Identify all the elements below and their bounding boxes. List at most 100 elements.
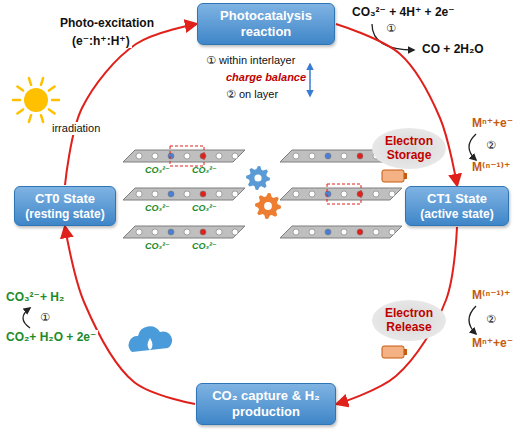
ldh-layers [123, 146, 402, 238]
ion-label: Mⁿ⁺+e⁻ [470, 336, 515, 350]
callout-number: ② [484, 313, 498, 326]
illustration-part [325, 229, 331, 235]
callout-number: ② [484, 139, 498, 152]
illustration-part [49, 86, 55, 90]
illustration-part [168, 153, 174, 159]
anion-label: CO₃²⁻ [190, 241, 219, 252]
illustration-part [254, 174, 261, 181]
storage-bubble: Electron Storage [372, 128, 446, 169]
illustration-part [232, 229, 238, 235]
illustration-part [382, 170, 404, 182]
illustration-part [52, 99, 59, 102]
reaction-arrows [23, 24, 476, 334]
illustration-part [29, 115, 31, 122]
illustration-part [216, 191, 222, 197]
illustration-part [200, 191, 206, 197]
illustration-part [49, 109, 55, 113]
process-box: Photocatalysis reaction [197, 3, 335, 44]
ion-label: M⁽ⁿ⁻¹⁾⁺ [470, 288, 512, 302]
illustration-part [357, 229, 363, 235]
callout-number: ① [384, 22, 398, 35]
box-text: (resting state) [25, 207, 104, 221]
release-bubble: Electron Release [372, 300, 446, 341]
illustration-part [357, 191, 363, 197]
illustration-part [373, 229, 379, 235]
illustration-part [280, 188, 402, 200]
illustration-part [325, 153, 331, 159]
illustration-part [168, 229, 174, 235]
illustration-part [41, 115, 43, 122]
illustration-part [136, 229, 142, 235]
ion-label: M⁽ⁿ⁻¹⁾⁺ [470, 160, 512, 174]
anion-label: CO₃²⁻ [143, 203, 172, 214]
illustration-part [341, 191, 347, 197]
illustration-part [469, 306, 476, 334]
illustration-part [293, 191, 299, 197]
ion-label: Mⁿ⁺+e⁻ [470, 116, 515, 130]
note-label: charge balance [224, 71, 308, 84]
illustration-part [129, 326, 172, 352]
illustration-part [293, 229, 299, 235]
process-label: Photo-excitation [58, 16, 156, 30]
sun-icon [13, 78, 59, 122]
illustration-part [152, 191, 158, 197]
cycle-arrow [65, 227, 195, 404]
illustration-part [280, 226, 402, 238]
reaction-label: CO₃²⁻ + 4H⁺ + 2e⁻ [350, 5, 457, 19]
box-text: CT0 State [35, 191, 95, 207]
illustration-part [17, 109, 23, 113]
illustration-part [309, 191, 315, 197]
illustration-part [232, 153, 238, 159]
charge-balance-arrow [309, 64, 311, 96]
illustration-part [200, 229, 206, 235]
illustration-part [309, 229, 315, 235]
illustration-part [357, 153, 363, 159]
process-box: CT1 State(active state) [405, 186, 509, 226]
illustration-part [123, 150, 245, 162]
illustration-part [389, 191, 395, 197]
illustration-part [17, 86, 23, 90]
note-label: ① within interlayer [204, 54, 297, 67]
illustration-part [136, 191, 142, 197]
illustration-part [255, 193, 281, 219]
box-text: CT1 State [427, 191, 487, 207]
illustration-part [389, 229, 395, 235]
illustration-part [469, 134, 476, 160]
illustration-part [13, 99, 20, 102]
illustration-part [309, 153, 315, 159]
reaction-label: CO + 2H₂O [420, 42, 486, 56]
illustration-part [200, 153, 206, 159]
box-text: (active state) [420, 207, 493, 221]
illustration-part [23, 308, 30, 328]
illustration-part [152, 153, 158, 159]
illustration-part [216, 229, 222, 235]
illustration-part [404, 349, 407, 355]
illustration-part [327, 184, 361, 204]
reaction-label: CO₂+ H₂O + 2e⁻ [4, 330, 98, 344]
illustration-part [184, 229, 190, 235]
anion-label: CO₃²⁻ [190, 165, 219, 176]
illustration-part [184, 153, 190, 159]
illustration-part [246, 166, 270, 190]
gear-icons [246, 166, 281, 219]
reaction-label: CO₃²⁻+ H₂ [4, 290, 66, 304]
illustration-part [293, 153, 299, 159]
illustration-part [184, 191, 190, 197]
box-text: Photocatalysis reaction [206, 8, 326, 39]
callout-number: ① [38, 311, 52, 324]
illustration-part [216, 153, 222, 159]
illustration-part [123, 188, 245, 200]
illustration-part [232, 191, 238, 197]
illustration-part [341, 229, 347, 235]
illustration-part [168, 191, 174, 197]
illustration-part [341, 153, 347, 159]
anion-label: CO₃²⁻ [143, 165, 172, 176]
light-label: irradiation [50, 122, 102, 135]
illustration-part [13, 78, 59, 122]
illustration-part [325, 191, 331, 197]
illustration-part [373, 191, 379, 197]
illustration-part [152, 229, 158, 235]
illustration-part [148, 338, 153, 350]
anion-label: CO₃²⁻ [143, 241, 172, 252]
charge-label: (e⁻:h⁺:H⁺) [70, 34, 132, 48]
